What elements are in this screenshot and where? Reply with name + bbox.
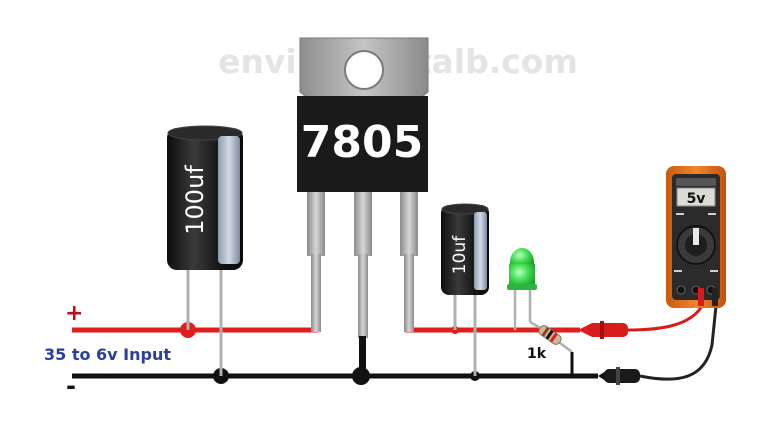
output-capacitor-label: 10uf — [450, 235, 470, 274]
output-capacitor: 10uf — [441, 203, 489, 376]
negative-symbol: - — [66, 372, 76, 400]
input-capacitor: 100uf — [167, 125, 243, 376]
positive-symbol: + — [65, 301, 83, 326]
regulator-part-number: 7805 — [301, 117, 423, 168]
multimeter-reading: 5v — [687, 191, 706, 207]
input-capacitor-label: 100uf — [181, 165, 209, 235]
black-probe — [598, 305, 718, 385]
multimeter: 5v — [666, 166, 726, 308]
resistor: 1k — [527, 320, 574, 376]
led — [507, 248, 537, 330]
input-voltage-label: 35 to 6v Input — [44, 345, 171, 364]
red-probe — [578, 305, 704, 339]
resistor-label: 1k — [527, 346, 547, 362]
voltage-regulator: 7805 — [297, 37, 429, 376]
